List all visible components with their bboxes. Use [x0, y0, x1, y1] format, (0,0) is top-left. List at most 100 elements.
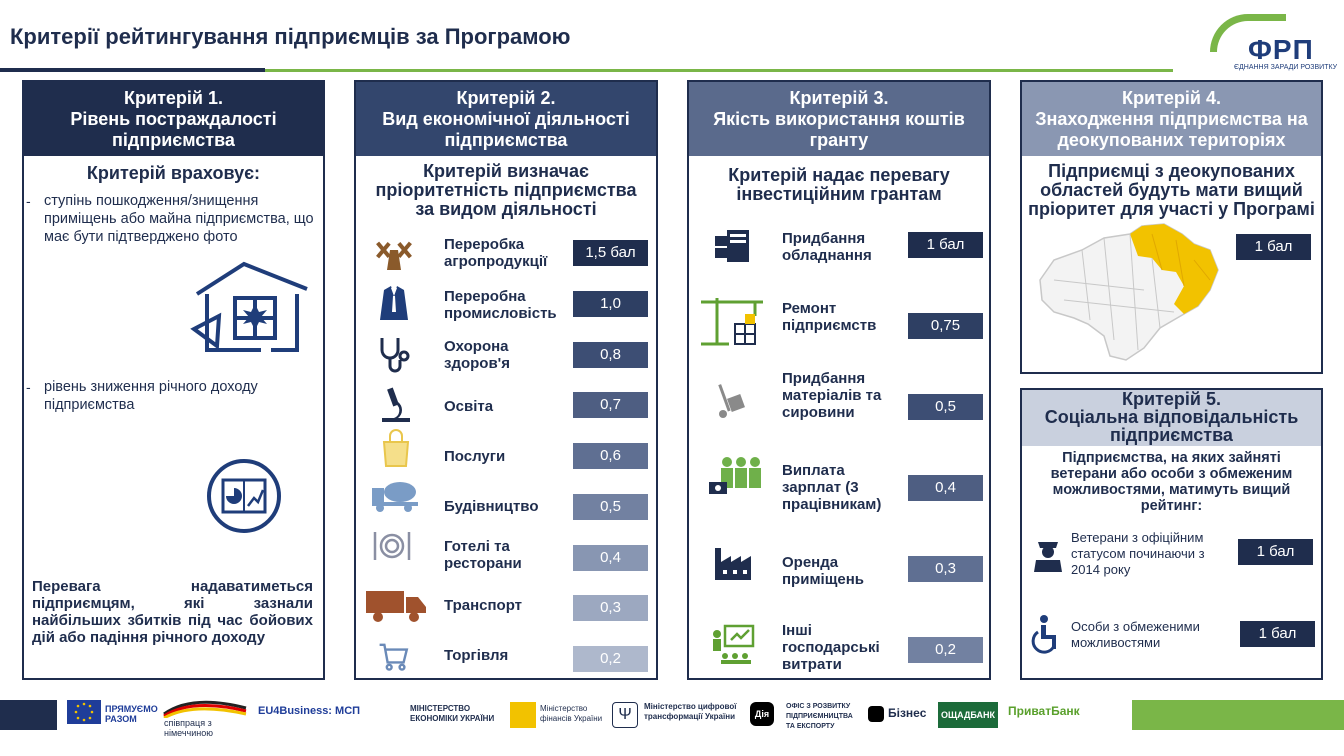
page-title: Критерії рейтингування підприємців за Пр… — [10, 24, 571, 49]
criterion-3-title-line: гранту — [809, 130, 869, 150]
criterion-5-title-line: Соціальна відповідальність — [1044, 407, 1299, 427]
export-office-text: ОФІС З РОЗВИТКУ ПІДПРИЄМНИЦТВА ТА ЕКСПОР… — [786, 703, 853, 730]
criterion-3-header: Критерій 3. Якість використання коштів г… — [689, 82, 989, 156]
ministry-finance-logo: Міністерство фінансів України — [510, 700, 605, 734]
presentation-icon — [713, 624, 755, 664]
subtitle-line: можливостями, матимуть вищий — [1052, 482, 1291, 498]
score-badge: 0,6 — [573, 443, 648, 469]
criterion-1-title-line: Рівень постраждалості — [70, 109, 277, 129]
subtitle-line: за видом діяльності — [415, 199, 597, 219]
ministry-finance-text: Міністерство фінансів України — [540, 704, 603, 723]
subtitle-line: областей будуть мати вищий — [1040, 180, 1303, 200]
criterion-2-subtitle: Критерій визначає пріоритетність підприє… — [356, 162, 656, 219]
export-office-logo: ОФІС З РОЗВИТКУ ПІДПРИЄМНИЦТВА ТА ЕКСПОР… — [786, 700, 862, 734]
activity-label: Торгівля — [444, 647, 509, 664]
expense-label: Придбання обладнання — [782, 230, 872, 264]
finance-emblem-icon — [510, 702, 536, 728]
german-cooperation-logo: співпраця з німеччиною — [162, 700, 248, 738]
activity-label: Транспорт — [444, 597, 523, 614]
plate-cutlery-icon — [373, 532, 411, 560]
subtitle-line: Підприємці з деокупованих — [1048, 161, 1295, 181]
veteran-icon — [1034, 542, 1062, 572]
score-badge: 0,8 — [573, 342, 648, 368]
activity-label: Освіта — [444, 398, 494, 415]
title-rule — [0, 68, 265, 72]
criterion-4-card: Критерій 4. Знаходження підприємства на … — [1020, 80, 1323, 374]
score-badge: 0,5 — [573, 494, 648, 520]
criterion-2-title-line: Вид економічної діяльності — [382, 109, 630, 129]
criterion-2-card: Критерій 2. Вид економічної діяльності п… — [354, 80, 658, 680]
social-label: Ветерани з офіційним статусом починаючи … — [1071, 530, 1205, 577]
criterion-4-number: Критерій 4. — [1122, 88, 1221, 108]
diia-logo: Дія — [750, 700, 776, 734]
subtitle-line: пріоритетність підприємства — [375, 180, 637, 200]
concrete-mixer-icon — [372, 482, 418, 512]
criterion-4-title-line: деокупованих територіях — [1057, 130, 1286, 150]
truck-icon — [366, 591, 426, 622]
oschadbank-logo: ОЩАДБАНК — [938, 700, 1000, 734]
bullet-dash: - — [26, 379, 31, 395]
ministry-economy-logo: МІНІСТЕРСТВО ЕКОНОМІКИ УКРАЇНИ — [410, 700, 500, 734]
activity-label: Переробка агропродукції — [444, 236, 548, 270]
eu-logo-text: ПРЯМУЄМО РАЗОМ — [105, 704, 158, 724]
criterion-5-card: Критерій 5. Соціальна відповідальність п… — [1020, 388, 1323, 680]
activity-label: Переробна промисловість — [444, 288, 557, 322]
criterion-1-subtitle: Критерій враховує: — [86, 163, 261, 183]
subtitle-line: Підприємства, на яких зайняті — [1062, 450, 1281, 466]
eu-flag-icon — [67, 700, 101, 724]
msp-logo: EU4Business: МСП — [258, 700, 398, 734]
diia-business-icon — [868, 706, 884, 722]
criterion-3-card: Критерій 3. Якість використання коштів г… — [687, 80, 991, 680]
criterion-5-number: Критерій 5. — [1122, 389, 1221, 409]
criterion-1-header: Критерій 1. Рівень постраждалості підпри… — [24, 82, 323, 156]
score-badge: 1,5 бал — [573, 240, 648, 266]
german-flag-swoosh-icon — [163, 700, 247, 718]
ministry-digital-text: Міністерство цифрової трансформації Укра… — [644, 702, 737, 721]
criterion-2-header: Критерій 2. Вид економічної діяльності п… — [356, 82, 656, 156]
diia-business-logo: Бізнес — [868, 700, 930, 734]
criterion-1-card: Критерій 1. Рівень постраждалості підпри… — [22, 80, 325, 680]
privatbank-text: ПриватБанк — [1008, 704, 1080, 718]
activity-label: Охорона здоров'я — [444, 338, 511, 372]
criterion-3-number: Критерій 3. — [789, 88, 889, 108]
activity-label: Послуги — [444, 448, 506, 465]
criterion-5-subtitle: Підприємства, на яких зайняті ветерани а… — [1022, 450, 1321, 514]
score-badge: 1 бал — [908, 232, 983, 258]
stethoscope-icon — [380, 338, 410, 373]
criterion-1-bullet: ступінь пошкодження/знищення приміщень а… — [44, 193, 314, 245]
logo-text: ФРП — [1248, 34, 1314, 65]
expense-label: Виплата зарплат (3 працівникам) — [782, 462, 882, 513]
score-badge: 1 бал — [1240, 621, 1315, 647]
ministry-digital-logo: Ψ Міністерство цифрової трансформації Ук… — [612, 700, 742, 734]
expense-label: Придбання матеріалів та сировини — [782, 370, 882, 421]
subtitle-line: пріоритет для участі у Програмі — [1028, 199, 1315, 219]
criterion-3-subtitle: Критерій надає перевагу інвестиційним гр… — [689, 166, 989, 204]
subtitle-line: Критерій надає перевагу — [728, 165, 950, 185]
criterion-2-title-line: підприємства — [444, 130, 568, 150]
expense-label: Інші господарські витрати — [782, 622, 880, 673]
criterion-1-bullet: рівень зниження річного доходу підприємс… — [44, 379, 258, 413]
score-badge: 0,2 — [908, 637, 983, 663]
subtitle-line: Критерій визначає — [423, 161, 589, 181]
subtitle-line: ветерани або особи з обмеженим — [1050, 466, 1293, 482]
workers-icon — [709, 457, 761, 494]
criterion-2-number: Критерій 2. — [456, 88, 556, 108]
footer-bar-right — [1132, 700, 1344, 730]
criterion-4-header: Критерій 4. Знаходження підприємства на … — [1022, 82, 1321, 156]
social-label: Особи з обмеженими можливостями — [1071, 619, 1200, 650]
score-badge: 0,2 — [573, 646, 648, 672]
score-badge: 0,75 — [908, 313, 983, 339]
trident-icon: Ψ — [612, 702, 638, 728]
score-badge: 1 бал — [1238, 539, 1313, 565]
score-badge: 0,3 — [908, 556, 983, 582]
windmill-icon — [376, 241, 412, 270]
criterion-5-header: Критерій 5. Соціальна відповідальність п… — [1022, 390, 1321, 446]
criterion-4-title-line: Знаходження підприємства на — [1035, 109, 1308, 129]
frp-logo: ФРП ЄДНАННЯ ЗАРАДИ РОЗВИТКУ — [1206, 14, 1337, 72]
suit-icon — [380, 286, 408, 320]
criterion-3-title-line: Якість використання коштів — [713, 109, 965, 129]
score-badge: 0,7 — [573, 392, 648, 418]
bullet-dash: - — [26, 193, 31, 209]
shopping-cart-icon — [379, 643, 409, 671]
microscope-icon — [382, 387, 410, 422]
